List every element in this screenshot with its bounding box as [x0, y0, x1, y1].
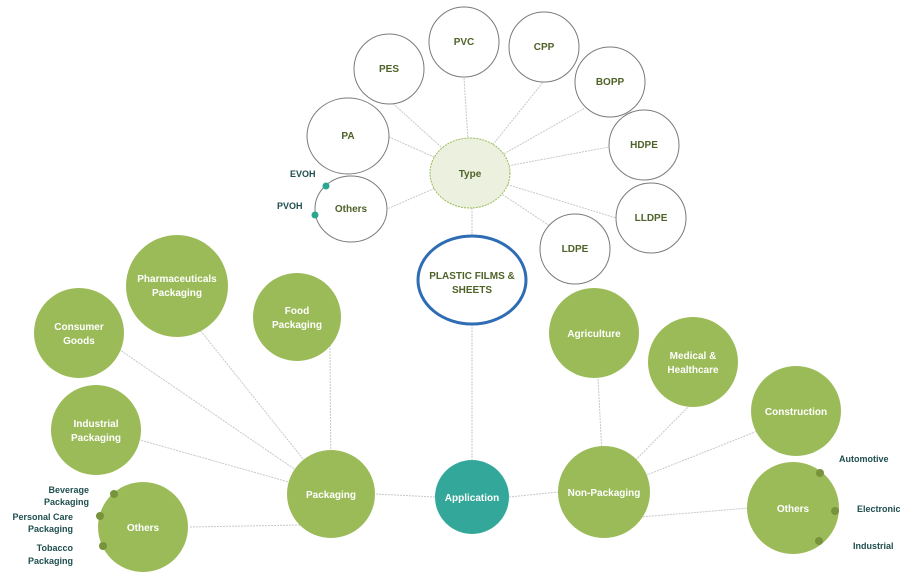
evoh-dot [322, 182, 330, 190]
label: Others [127, 523, 160, 534]
label: Packaging [306, 490, 356, 501]
electronics-dot [831, 507, 839, 515]
type-bopp[interactable]: BOPP [574, 46, 646, 118]
center-line1: PLASTIC FILMS & [429, 271, 515, 282]
tobacco-label: Packaging [28, 556, 73, 566]
label: Construction [765, 407, 827, 418]
type-pa[interactable]: PA [306, 97, 390, 175]
type-others[interactable]: Others [314, 175, 388, 243]
label: LLDPE [635, 213, 668, 224]
pvoh-dot [311, 211, 319, 219]
label: HDPE [630, 140, 658, 151]
beverage-label: Packaging [44, 497, 89, 507]
label: Non-Packaging [568, 488, 641, 499]
label: Packaging [272, 320, 322, 331]
type-pes[interactable]: PES [353, 33, 425, 105]
label: PA [341, 131, 354, 142]
label: Pharmaceuticals [137, 274, 217, 285]
tobacco-dot [99, 542, 107, 550]
construction[interactable]: Construction [751, 366, 841, 456]
type-hdpe[interactable]: HDPE [608, 109, 680, 181]
label: LDPE [562, 244, 589, 255]
label: Medical & [670, 351, 717, 362]
label: BOPP [596, 77, 625, 88]
label: Others [777, 504, 810, 515]
label: Packaging [71, 433, 121, 444]
packaging-node[interactable]: Packaging [287, 450, 375, 538]
electronics-label: Electronics [857, 504, 900, 514]
application-node[interactable]: Application [435, 460, 509, 534]
non-packaging-node[interactable]: Non-Packaging [558, 446, 650, 538]
medical-healthcare[interactable]: Medical & Healthcare [648, 317, 738, 407]
industrial-label: Industrial [853, 541, 894, 551]
automotive-dot [816, 469, 824, 477]
evoh-label: EVOH [290, 169, 316, 179]
center-node[interactable]: PLASTIC FILMS & SHEETS [416, 234, 528, 326]
tobacco-label: Tobacco [37, 543, 74, 553]
personal-care-dot [96, 512, 104, 520]
label: Industrial [73, 419, 118, 430]
label: Healthcare [667, 365, 719, 376]
industrial-dot [815, 537, 823, 545]
label: Food [285, 306, 309, 317]
type-cpp[interactable]: CPP [508, 11, 580, 83]
type-label: Type [459, 169, 482, 180]
type-ldpe[interactable]: LDPE [539, 213, 611, 285]
beverage-dot [110, 490, 118, 498]
pvoh-label: PVOH [277, 201, 303, 211]
label: Others [335, 204, 368, 215]
packaging-others[interactable]: Others [98, 482, 188, 572]
label: PVC [454, 37, 475, 48]
label: Agriculture [567, 329, 621, 340]
label: CPP [534, 42, 555, 53]
beverage-label: Beverage [48, 485, 89, 495]
label: Goods [63, 336, 95, 347]
label: Packaging [152, 288, 202, 299]
label: Consumer [54, 322, 104, 333]
label: PES [379, 64, 399, 75]
type-lldpe[interactable]: LLDPE [615, 182, 687, 254]
type-node[interactable]: Type [429, 137, 511, 209]
label: Application [445, 493, 499, 504]
personal-care-label: Packaging [28, 524, 73, 534]
type-pvc[interactable]: PVC [428, 6, 500, 78]
automotive-label: Automotive [839, 454, 889, 464]
personal-care-label: Personal Care [12, 512, 73, 522]
agriculture[interactable]: Agriculture [549, 288, 639, 378]
non-packaging-others[interactable]: Others [747, 462, 839, 554]
center-line2: SHEETS [452, 285, 492, 296]
